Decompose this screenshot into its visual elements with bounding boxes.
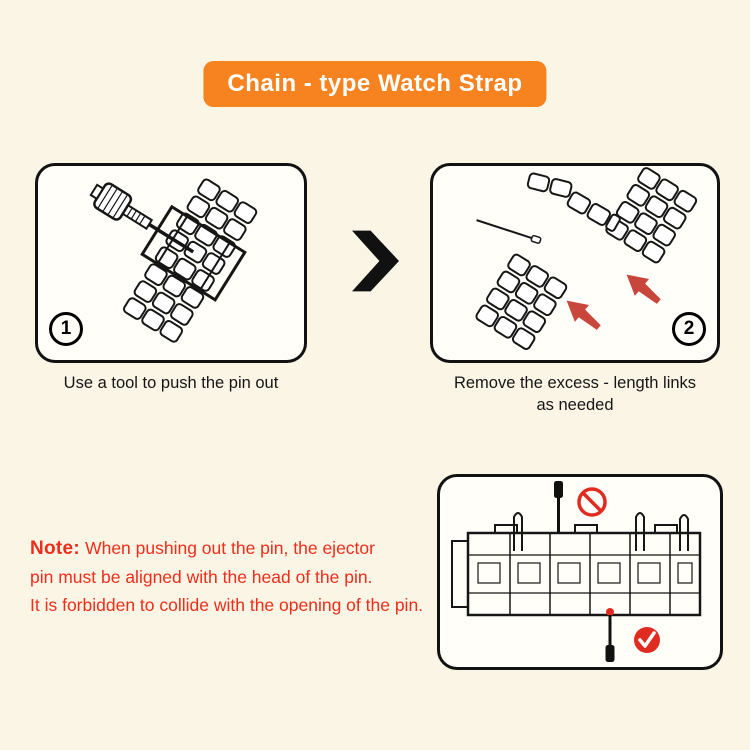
- note-text: Note:When pushing out the pin, the eject…: [30, 538, 424, 615]
- check-icon: [634, 627, 660, 653]
- red-arrow-icon: [566, 300, 601, 330]
- removed-pin: [476, 219, 542, 244]
- tool-pushing-pin-illustration: [89, 177, 259, 345]
- step2-number: 2: [683, 318, 695, 339]
- upper-band-segment: [603, 166, 699, 265]
- wrong-pin-position: [554, 481, 607, 533]
- loose-link-piece: [526, 172, 573, 198]
- separated-links-illustration: [473, 166, 699, 352]
- step2-panel: 2: [430, 163, 720, 363]
- prohibition-icon: [577, 487, 607, 517]
- step2-number-badge: 2: [672, 312, 706, 346]
- pin-alignment-detail-panel: [437, 474, 723, 670]
- pin-alignment-closeup-illustration: [451, 481, 702, 662]
- red-arrow-icon: [626, 274, 661, 304]
- title-banner: Chain - type Watch Strap: [203, 61, 547, 107]
- correct-pin-position: [605, 608, 660, 662]
- link-removal-tool: [89, 182, 247, 302]
- step2-caption: Remove the excess - length links as need…: [453, 374, 697, 415]
- step1-panel: 1: [35, 163, 307, 363]
- lower-band-segment: [473, 252, 569, 352]
- band-cross-section: [451, 512, 702, 617]
- page-title: Chain - type Watch Strap: [227, 70, 523, 97]
- step1-number: 1: [60, 318, 72, 339]
- step1-number-badge: 1: [49, 312, 83, 346]
- next-step-chevron-icon: [352, 230, 399, 292]
- step1-caption: Use a tool to push the pin out: [63, 374, 279, 392]
- loose-link-piece: [566, 191, 621, 232]
- note-label: Note:: [30, 538, 81, 559]
